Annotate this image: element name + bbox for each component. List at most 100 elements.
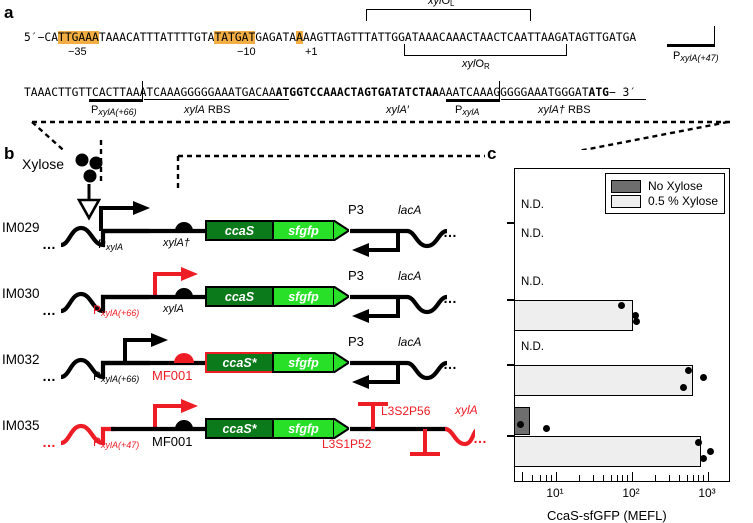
p3-label-im029: P3	[348, 202, 364, 217]
datapoint-im032-xylose-2	[700, 374, 707, 381]
panel-c-letter: c	[487, 144, 497, 163]
xtick-minor	[693, 475, 695, 481]
gene-arrowhead-im035	[333, 418, 349, 439]
bar-im032-xylose	[514, 365, 693, 396]
seq-plus1-box: A	[296, 31, 303, 44]
underline-pxyla47	[667, 44, 715, 47]
tick-pxyla66	[142, 81, 144, 100]
seq2-segment-3-bold: ATGGTCCAAACTAGTGATATCTAA	[275, 86, 439, 99]
sequence-row-2: TAAACTTGTTCACTTAAATCAAAGGGGGAAATGACAAATG…	[24, 86, 636, 99]
dots-right-im032: …	[443, 356, 458, 372]
panel-c-chart: c No Xylose 0.5 % Xylose N.D. N.D. N.D. …	[485, 140, 753, 523]
label-pxyla66: PxylA(+66)	[91, 104, 137, 117]
xtick-minor	[540, 475, 542, 481]
terminator2-label-im035: L3S2P56	[381, 404, 431, 418]
xylose-molecule-icon	[75, 153, 103, 221]
seq2-segment-2: AAATCAAAGGGGGAAATGACAA	[126, 86, 276, 99]
promoter-label-im030: PxylA(+66)	[93, 303, 140, 318]
zoom-connector-lines	[31, 120, 730, 150]
datapoint-im030-xylose-3	[633, 318, 640, 325]
xtick-minor	[579, 475, 581, 481]
xtick-major-10	[556, 472, 558, 481]
legend-swatch-xylose	[610, 194, 641, 208]
label-xylo-r: xylOR	[462, 58, 490, 71]
gene-sfgfp-im032: sfgfp	[272, 352, 335, 373]
datapoint-im035-xylose-2	[707, 448, 714, 455]
gene-sfgfp-im029: sfgfp	[272, 220, 335, 241]
sequence-row-1: 5′−CATTGAAATAAACATTTATTTTGTATATGATGAGATA…	[24, 31, 636, 44]
laca-label-im029: lacA	[398, 203, 422, 217]
datapoint-im035-no-xylose-2	[543, 425, 550, 432]
rbs-label-im029: xylA†	[163, 237, 190, 249]
tick-pxyla	[499, 81, 501, 100]
xticklabel-100: 10²	[622, 486, 640, 500]
panel-b-letter: b	[4, 144, 15, 163]
rbs-icon-im032	[174, 353, 194, 363]
seq-minus10-box: TATGAT	[214, 31, 256, 44]
xtick-major-100	[632, 472, 634, 481]
legend-label-xylose: 0.5 % Xylose	[647, 194, 718, 208]
legend-label-no-xylose: No Xylose	[647, 179, 703, 193]
panel-a-letter: a	[4, 3, 14, 22]
seq2-segment-4: AAATCAAAGGGGGAAATGGGAT	[438, 86, 589, 99]
panel-a-sequence: a 5′−CATTGAAATAAACATTTATTTTGTATATGATGAGA…	[0, 0, 753, 150]
legend-entry-xylose: 0.5 % Xylose	[610, 194, 718, 208]
xtick-minor	[655, 475, 657, 481]
label-pxyla: PxylA	[455, 104, 480, 117]
label-xyla-rbs: xylA RBS	[184, 104, 231, 116]
ytick-im032	[507, 364, 514, 366]
p3-label-im030: P3	[348, 268, 364, 283]
xtick-minor	[627, 475, 629, 481]
datapoint-im035-xylose-3	[700, 455, 707, 462]
xtick-minor	[546, 475, 548, 481]
xtick-minor	[522, 472, 524, 481]
strain-name-im035: IM035	[2, 418, 40, 433]
dots-left-im032: …	[42, 368, 57, 384]
xtick-minor	[622, 475, 624, 481]
gene-ccas-im030: ccaS	[205, 286, 274, 307]
legend-entry-no-xylose: No Xylose	[610, 179, 718, 193]
xtick-minor	[532, 475, 534, 481]
seq2-suffix: − 3′	[608, 86, 637, 99]
label-xyla-dagger-rbs: xylA† RBS	[538, 104, 591, 116]
seq-minus35-box: TTGAAA	[58, 31, 99, 44]
datapoint-im030-xylose-2	[632, 312, 639, 319]
bracket-xylo-r	[404, 44, 567, 56]
dots-right-im029: …	[443, 224, 458, 240]
gene-ccas-star-im032: ccaS*	[205, 352, 274, 373]
xtick-minor	[679, 475, 681, 481]
datapoint-im035-no-xylose-1	[517, 421, 524, 428]
rbs-icon-im035	[175, 420, 193, 429]
gene-arrowhead-im032	[333, 352, 349, 373]
gene-sfgfp-im030: sfgfp	[272, 286, 335, 307]
seq2-segment-5-bold: ATG	[588, 86, 609, 99]
underline-pxyla66	[89, 99, 143, 102]
ytick-im035	[507, 435, 514, 437]
seq-segment-3: AAGTTAGTTTATTGGATAAACAAACTAACTCAATTAAGAT…	[302, 31, 616, 44]
promoter-label-im029: PxylA	[98, 237, 124, 252]
dots-right-im030: …	[443, 290, 458, 306]
rbs-label-im032: MF001	[152, 368, 193, 383]
dots-right-im035: …	[473, 430, 488, 446]
laca-label-im032: lacA	[398, 335, 422, 349]
seq-prefix: 5′−CA	[24, 31, 59, 44]
p3-label-im032: P3	[348, 334, 364, 349]
dots-left-im030: …	[42, 302, 57, 318]
terminator1-label-im035: L3S1P52	[322, 437, 372, 451]
xtick-minor	[603, 475, 605, 481]
label-xylo-l: xylOL	[428, 0, 455, 8]
seq-segment-1: TAAACATTTATTTTGTA	[98, 31, 215, 44]
promoter-label-im032: PxylA(+66)	[93, 369, 140, 384]
seq-segment-4: TGA	[615, 31, 637, 44]
ytick-im029	[507, 222, 514, 224]
chart-legend: No Xylose 0.5 % Xylose	[604, 173, 725, 214]
strain-name-im029: IM029	[2, 220, 40, 235]
gene-arrowhead-im029	[333, 220, 349, 241]
chart-plot-area: No Xylose 0.5 % Xylose N.D. N.D. N.D. N.…	[507, 168, 730, 482]
promoter-label-im035: PxylA(+47)	[93, 435, 140, 450]
datapoint-im032-xylose-3	[680, 384, 687, 391]
xtick-minor	[669, 475, 671, 481]
rbs-label-im030: xylA	[163, 303, 184, 315]
seq2-segment-1: TAAACTTGTTCACTT	[24, 86, 127, 99]
rbs-icon-im030	[175, 288, 193, 297]
